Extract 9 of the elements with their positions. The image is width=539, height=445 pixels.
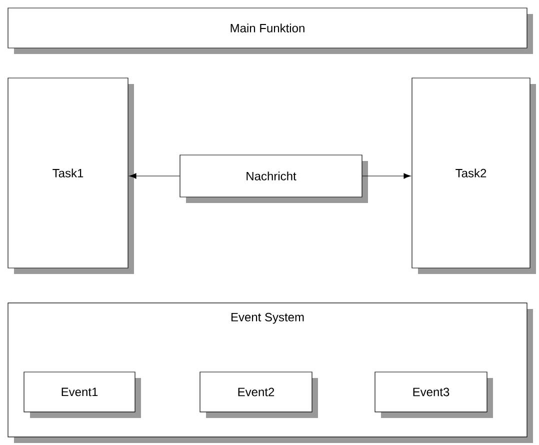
task-box: Task2: [412, 78, 536, 274]
event-box: Event1: [24, 372, 141, 418]
arrow: [129, 173, 180, 179]
event-box: Event3: [374, 372, 493, 418]
arrow: [362, 173, 411, 179]
message-box: Nachricht: [180, 154, 368, 203]
event-box: Event2: [200, 372, 318, 418]
process-box: Main Funktion: [8, 8, 533, 54]
task-box: Task1: [8, 78, 134, 274]
